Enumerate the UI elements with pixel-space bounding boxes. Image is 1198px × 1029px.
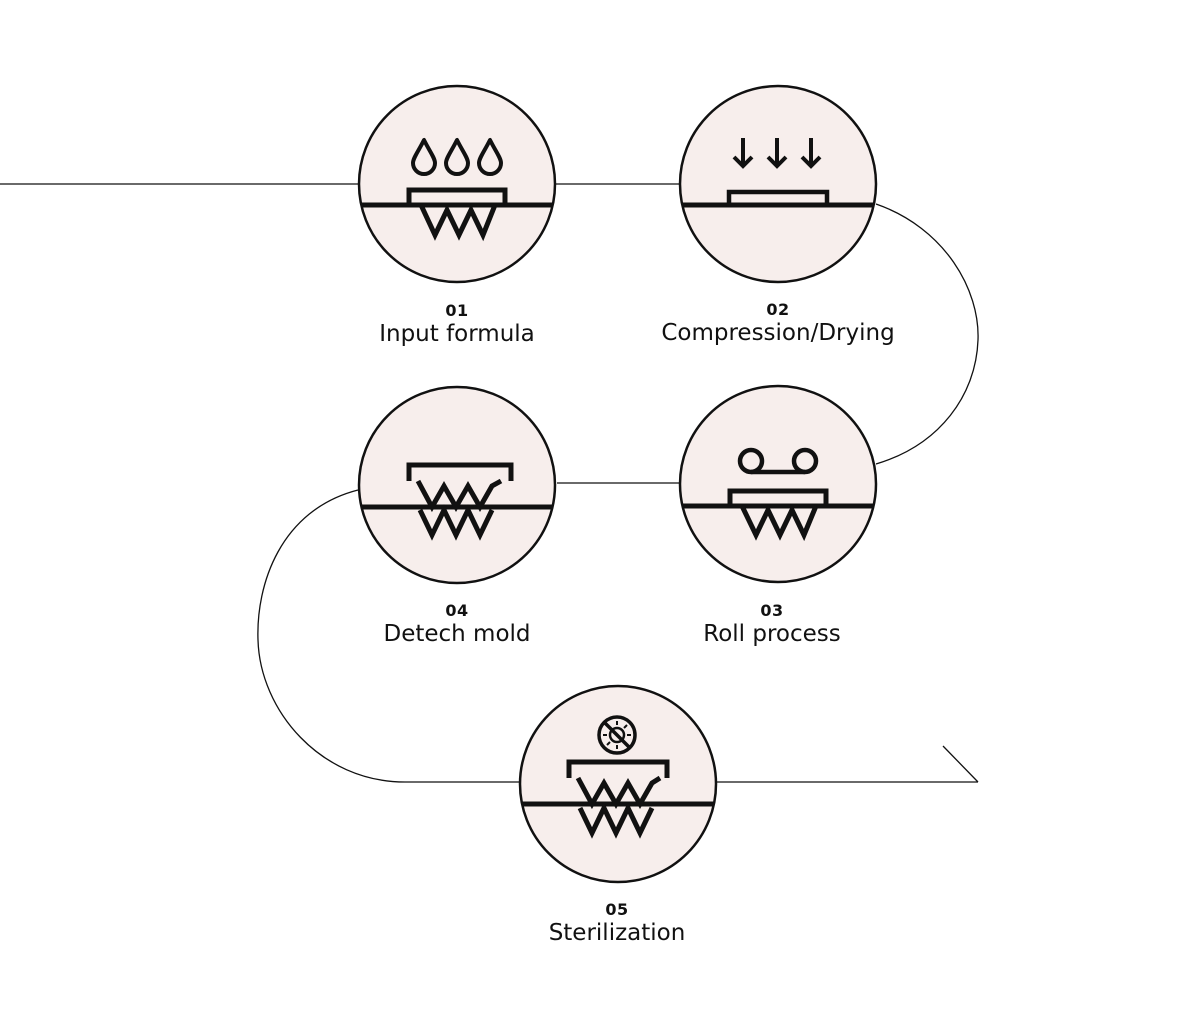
step-03-number: 03: [760, 601, 784, 620]
step-02-label: 02 Compression/Drying: [618, 301, 938, 347]
step-01-node: [357, 84, 557, 284]
step-01-name: Input formula: [379, 321, 535, 347]
step-03-node: [678, 384, 878, 584]
step-02-number: 02: [766, 300, 790, 319]
roller-icon: [737, 447, 819, 475]
mold-icon: [406, 187, 508, 242]
step-01-label: 01 Input formula: [297, 302, 617, 348]
no-virus-icon: [597, 715, 637, 755]
step-03-name: Roll process: [703, 621, 841, 647]
mold-detach-icon: [406, 462, 514, 541]
step-04-label: 04 Detech mold: [297, 602, 617, 648]
step-04-node: [357, 385, 557, 585]
connector-02-03: [875, 203, 979, 465]
step-04-number: 04: [445, 601, 469, 620]
connector-lines: [0, 183, 979, 783]
step-02-name: Compression/Drying: [661, 320, 895, 346]
step-02-node: [678, 84, 878, 284]
mold-detach-icon: [566, 759, 670, 839]
step-04-name: Detech mold: [383, 621, 531, 647]
arrowhead: [942, 745, 979, 783]
press-plate: [726, 189, 830, 208]
step-05-name: Sterilization: [548, 920, 686, 946]
water-drops-icon: [411, 138, 503, 176]
step-03-label: 03 Roll process: [612, 602, 932, 648]
press-arrows-icon: [732, 138, 822, 169]
step-01-number: 01: [445, 301, 469, 320]
step-05-label: 05 Sterilization: [457, 901, 777, 947]
step-05-number: 05: [605, 900, 629, 919]
step-05-node: [518, 684, 718, 884]
mold-icon: [727, 488, 829, 542]
connector-04-05: [257, 489, 520, 783]
